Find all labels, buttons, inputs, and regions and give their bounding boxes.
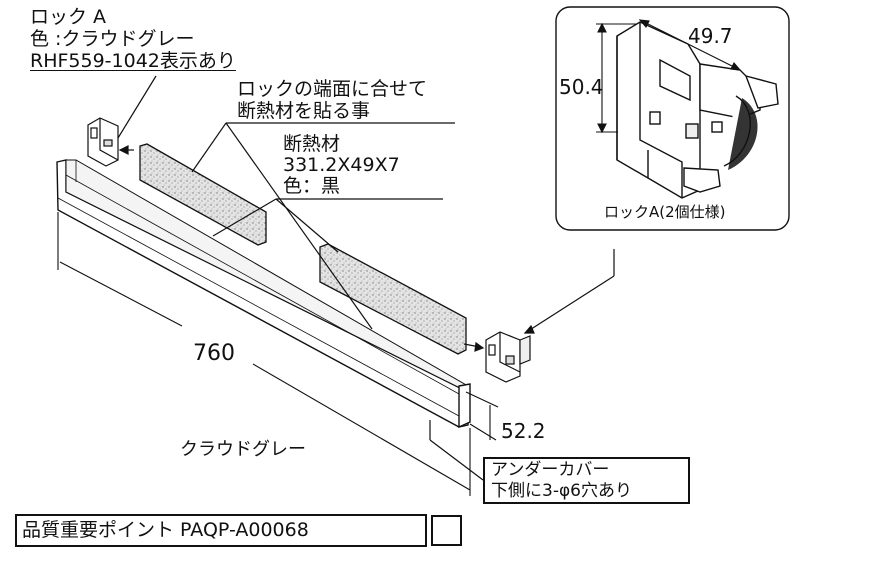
instruction-line-2: 断熱材を貼る事	[237, 100, 371, 122]
under-cover-lower-line	[57, 197, 460, 417]
dim-522-ext-bottom	[469, 423, 497, 441]
under-cover-drawing	[56, 159, 471, 429]
arrow-inset-head	[523, 324, 535, 334]
height-dimension: 52.2	[501, 419, 546, 443]
inset-lock-drawing	[616, 21, 779, 199]
under-cover-name: アンダーカバー	[491, 460, 610, 480]
inset-dim-497-arrow-a	[638, 19, 650, 28]
under-cover-note: 下側に3-φ6穴あり	[491, 481, 632, 501]
under-cover-right-end	[458, 383, 471, 429]
under-cover-crease-line	[65, 174, 469, 400]
leader-inset-2	[524, 275, 615, 334]
leader-insulation-2	[275, 198, 339, 253]
inset-height-dimension: 50.4	[559, 75, 604, 99]
instruction-label: ロックの端面に合せて 断熱材を貼る事	[237, 78, 427, 122]
lock-a-marking: RHF559-1042表示あり	[30, 50, 236, 72]
insulation-size: 331.2X49X7	[283, 154, 400, 176]
lock-a-label: ロック A 色 :クラウドグレー RHF559-1042表示あり	[30, 6, 236, 72]
leader-insulation-1	[212, 198, 277, 237]
arrow-right-head	[474, 341, 485, 352]
arrow-left-head	[118, 145, 129, 155]
inset-width-dimension: 49.7	[688, 24, 733, 48]
dim-760-line-a	[59, 261, 183, 327]
dim-760-line-b	[252, 363, 471, 491]
lock-a-left	[87, 117, 119, 167]
quality-point-checkbox[interactable]	[431, 515, 462, 546]
lock-a-name: ロック A	[30, 6, 107, 28]
inset-caption: ロックA(2個仕様)	[604, 203, 726, 221]
lock-a-color: 色 :クラウドグレー	[30, 28, 195, 50]
instruction-line-1: ロックの端面に合せて	[237, 78, 428, 100]
leader-cover-2	[429, 439, 484, 481]
inset-dim-497-line	[639, 19, 741, 71]
under-cover-top-flange	[65, 159, 469, 393]
lock-a-right	[485, 331, 531, 383]
inset-dim-497-arrow-b	[730, 62, 742, 71]
leader-instruction-1	[191, 122, 227, 173]
inset-dim-504-arrow-top	[597, 22, 607, 33]
inset-dim-504-arrow-bottom	[597, 123, 607, 134]
inset-dimension-lines	[596, 19, 742, 134]
length-dimension: 760	[193, 341, 235, 366]
dim-522-ext-top	[465, 391, 499, 408]
under-cover-label-box: アンダーカバー 下側に3-φ6穴あり	[483, 457, 690, 504]
leader-lock-a	[117, 75, 157, 139]
leader-instruction-2	[225, 122, 373, 330]
cover-color-label: クラウドグレー	[180, 439, 306, 460]
insulation-label: 断熱材 331.2X49X7 色：黒	[283, 134, 400, 197]
insulation-strip-left	[139, 143, 267, 246]
insulation-color: 色：黒	[283, 175, 341, 197]
leader-lines	[117, 75, 615, 481]
insulation-name: 断熱材	[283, 133, 341, 155]
quality-point-box: 品質重要ポイント PAQP-A00068	[15, 514, 427, 547]
dimension-lines	[57, 212, 499, 496]
arrows	[118, 145, 535, 352]
